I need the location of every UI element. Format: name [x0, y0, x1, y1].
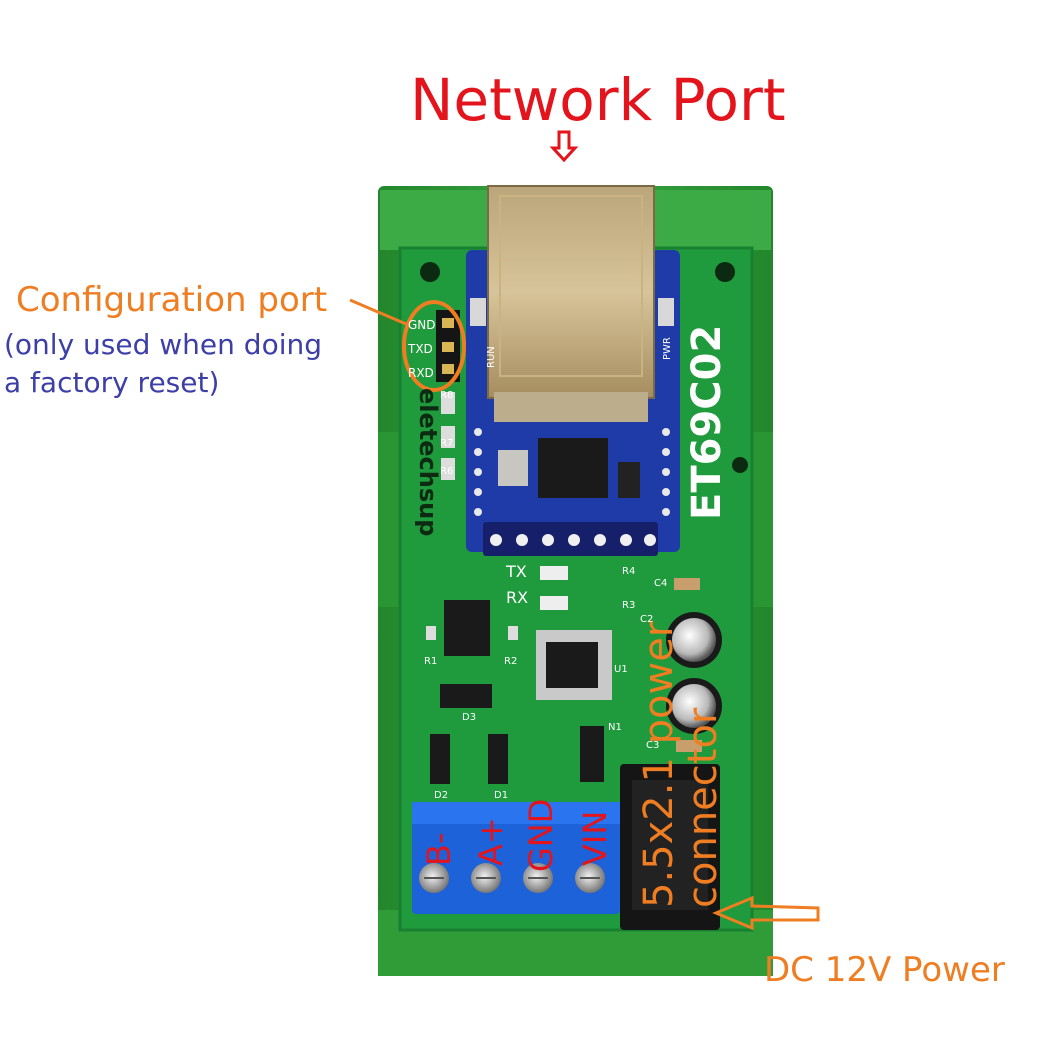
terminal-label-b-minus: B- — [420, 832, 458, 867]
power-connector-line2: connector — [680, 707, 726, 908]
power-connector-line1: 5.5x2.1 power — [636, 620, 682, 908]
lower-components — [426, 566, 702, 784]
silk-c3: C3 — [646, 740, 660, 751]
config-port-ellipse — [349, 298, 466, 392]
silk-r2: R2 — [504, 656, 518, 667]
configuration-port-label: Configuration port — [16, 280, 328, 320]
led-label-run: RUN — [486, 346, 497, 368]
dc-barrel-jack — [620, 764, 720, 930]
silk-d3: D3 — [462, 712, 477, 723]
silk-r4: R4 — [622, 566, 636, 577]
down-arrow-icon — [549, 130, 579, 163]
terminal-label-gnd: GND — [522, 798, 560, 872]
config-note-line1: (only used when doing — [4, 328, 323, 361]
pin-label-txd: TXD — [408, 342, 433, 356]
capacitors — [666, 612, 722, 734]
pin-label-rxd: RXD — [408, 366, 434, 380]
silk-d2: D2 — [434, 790, 449, 801]
silk-c4: C4 — [654, 578, 668, 589]
terminal-label-vin: VIN — [576, 810, 614, 866]
silk-d1: D1 — [494, 790, 509, 801]
silk-u1: U1 — [614, 664, 628, 675]
led-label-pwr: PWR — [662, 337, 673, 360]
rj45-jack — [487, 185, 655, 422]
config-header — [436, 310, 460, 480]
dc-arrow-icon — [712, 895, 820, 931]
silk-r3: R3 — [622, 600, 636, 611]
silk-r1: R1 — [424, 656, 438, 667]
terminal-label-a-plus: A+ — [472, 817, 510, 866]
silk-n1: N1 — [608, 722, 622, 733]
config-note-line2: a factory reset) — [4, 366, 220, 399]
brand-label: eletechsup — [414, 388, 442, 537]
silk-r6: R6 — [440, 466, 454, 477]
network-port-label: Network Port — [410, 66, 786, 134]
dc-power-label: DC 12V Power — [764, 950, 1005, 990]
terminal-block — [412, 802, 620, 914]
pin-label-gnd: GND — [408, 318, 436, 332]
led-label-rx: RX — [506, 588, 529, 607]
silk-r7: R7 — [440, 438, 454, 449]
silk-r8: R8 — [440, 390, 454, 401]
board-model-label: ET69C02 — [684, 324, 730, 520]
led-label-tx: TX — [506, 562, 527, 581]
silk-c2: C2 — [640, 614, 654, 625]
